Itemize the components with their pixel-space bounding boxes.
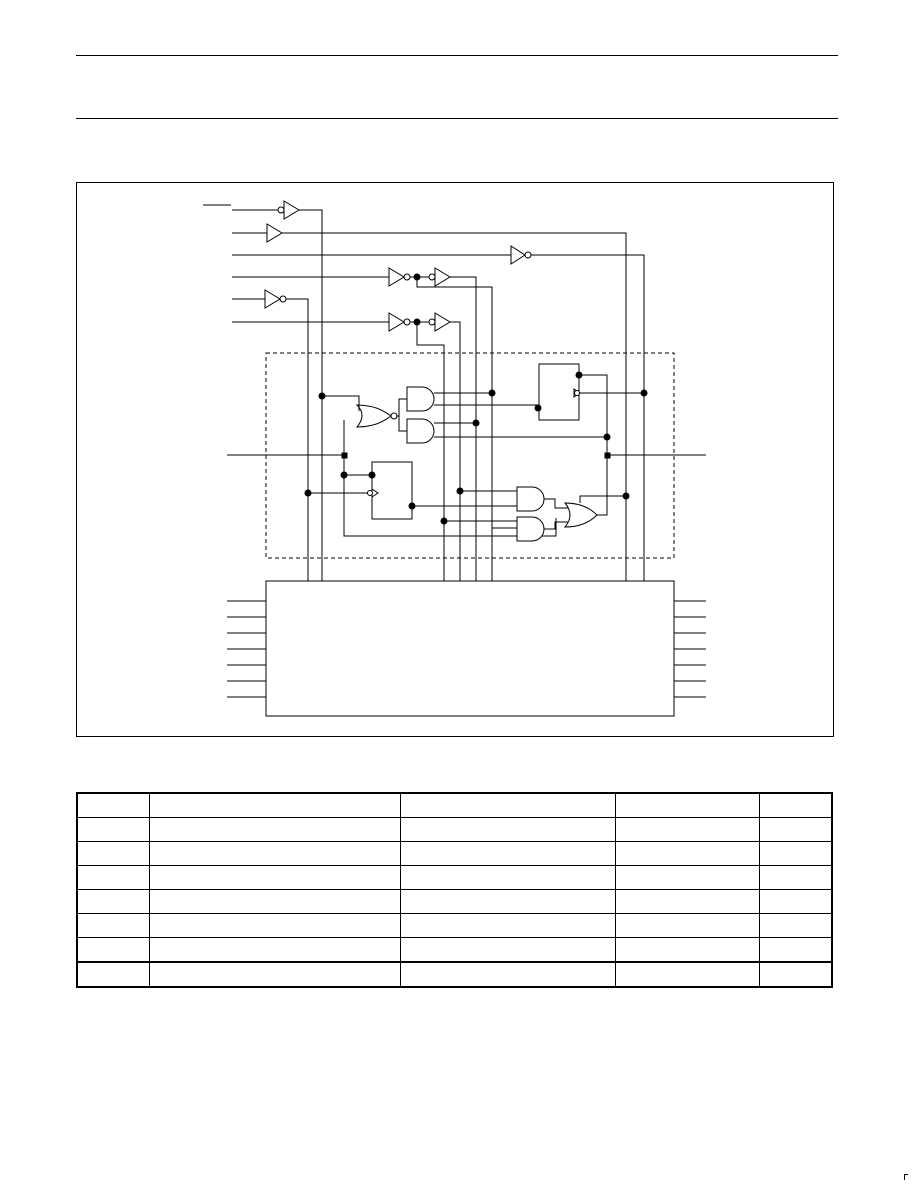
table-cell — [614, 817, 760, 842]
table-cell — [758, 889, 833, 914]
table-cell — [148, 865, 401, 890]
table-header-cell — [76, 792, 150, 818]
table-cell — [76, 817, 150, 842]
table-row — [76, 961, 833, 988]
input-buffer-3 — [232, 245, 645, 583]
table-cell — [614, 913, 760, 938]
table-row — [76, 913, 833, 938]
flip-flop-lower — [367, 461, 413, 520]
input-buffer-5 — [232, 289, 309, 583]
table-cell — [614, 961, 760, 988]
and-gate-upper-2 — [406, 418, 435, 444]
table-cell — [614, 841, 760, 866]
table-cell — [399, 913, 616, 938]
spec-table — [76, 792, 833, 988]
table-cell — [76, 889, 150, 914]
input-buffer-1 — [232, 200, 323, 583]
spec-table-container — [76, 792, 833, 988]
table-header-cell — [758, 792, 833, 818]
table-row — [76, 865, 833, 890]
table-cell — [399, 817, 616, 842]
flip-flop-upper — [538, 363, 581, 421]
table-cell — [148, 841, 401, 866]
table-header-row — [76, 792, 833, 818]
table-cell — [76, 937, 150, 963]
table-cell — [758, 937, 833, 963]
table-cell — [758, 865, 833, 890]
table-cell — [399, 937, 616, 963]
logic-diagram-figure — [76, 182, 834, 737]
array-input-pins-left — [227, 600, 266, 698]
logic-diagram — [203, 200, 706, 717]
table-cell — [148, 817, 401, 842]
input-buffer-2 — [232, 223, 627, 583]
table-cell — [758, 817, 833, 842]
table-cell — [399, 961, 616, 988]
header-rule-top — [76, 55, 838, 56]
and-gate-upper-1 — [406, 386, 435, 412]
table-cell — [148, 937, 401, 963]
crop-mark — [904, 1174, 908, 1180]
table-cell — [76, 961, 150, 988]
table-cell — [399, 865, 616, 890]
table-cell — [148, 961, 401, 988]
table-cell — [148, 889, 401, 914]
table-cell — [76, 865, 150, 890]
table-cell — [758, 913, 833, 938]
table-header-cell — [614, 792, 760, 818]
and-gate-lower-1 — [516, 486, 545, 512]
table-row — [76, 937, 833, 963]
table-row — [76, 841, 833, 866]
table-cell — [614, 865, 760, 890]
array-output-pins-right — [674, 600, 706, 698]
table-header-cell — [399, 792, 616, 818]
header-rule-bottom — [76, 118, 838, 119]
or-gate-lower — [563, 502, 598, 528]
or-gate-upper — [355, 404, 398, 428]
input-buffer-6 — [232, 312, 461, 583]
table-cell — [76, 841, 150, 866]
table-cell — [399, 889, 616, 914]
table-cell — [148, 913, 401, 938]
table-cell — [614, 889, 760, 914]
and-gate-lower-2 — [516, 516, 545, 542]
table-cell — [758, 841, 833, 866]
logic-array-block — [265, 580, 675, 717]
table-cell — [614, 937, 760, 963]
table-row — [76, 889, 833, 914]
table-cell — [76, 913, 150, 938]
table-cell — [399, 841, 616, 866]
table-row — [76, 817, 833, 842]
input-buffer-4 — [232, 267, 493, 583]
table-cell — [758, 961, 833, 988]
table-header-cell — [148, 792, 401, 818]
